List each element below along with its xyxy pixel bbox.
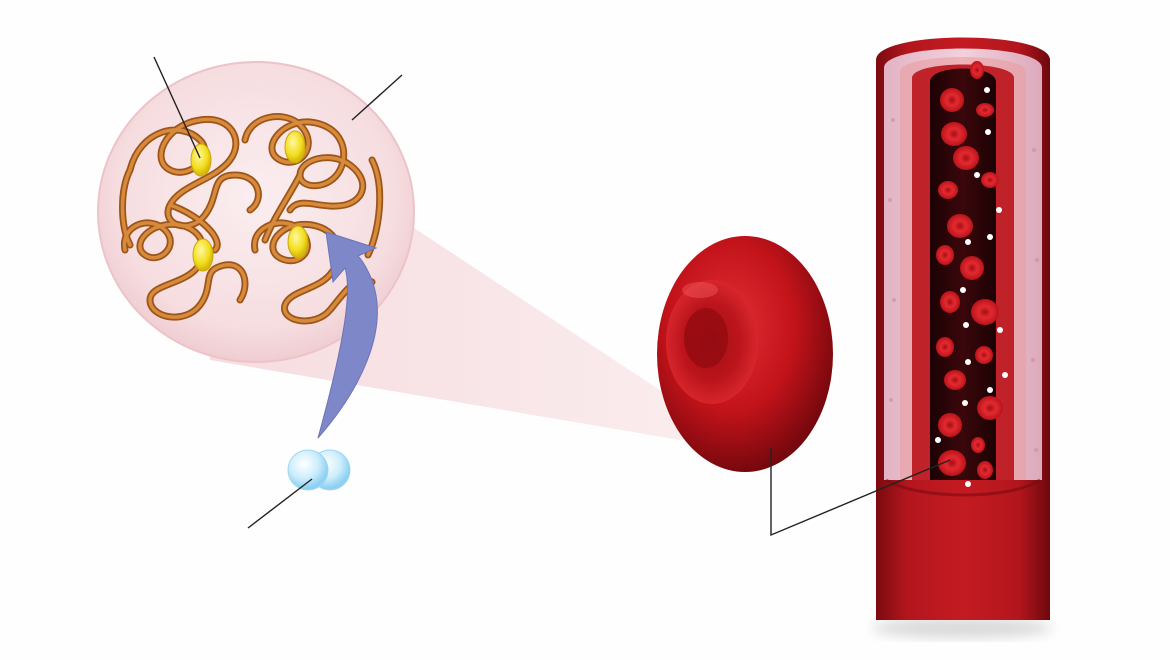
- blood-vessel-icon: [872, 37, 1052, 638]
- oxygen-molecule-icon: [287, 449, 351, 491]
- heme-group-icon: [192, 238, 214, 272]
- leader-line-chain: [351, 74, 403, 121]
- leader-line-heme: [153, 56, 201, 159]
- heme-group-icon: [284, 130, 306, 164]
- heme-group-icon: [190, 143, 212, 177]
- binding-arrow-icon: [317, 231, 378, 439]
- lumen-platelets: [935, 87, 1008, 487]
- leader-lines: [153, 56, 951, 537]
- leader-line-oxygen: [247, 478, 313, 529]
- red-blood-cell-icon: [657, 236, 833, 472]
- vessel-shadow: [872, 618, 1052, 638]
- heme-group-icon: [287, 225, 309, 259]
- leader-line-cell: [770, 448, 951, 537]
- lumen-red-cells: [936, 61, 1003, 479]
- hemoglobin-molecule-icon: [97, 61, 415, 363]
